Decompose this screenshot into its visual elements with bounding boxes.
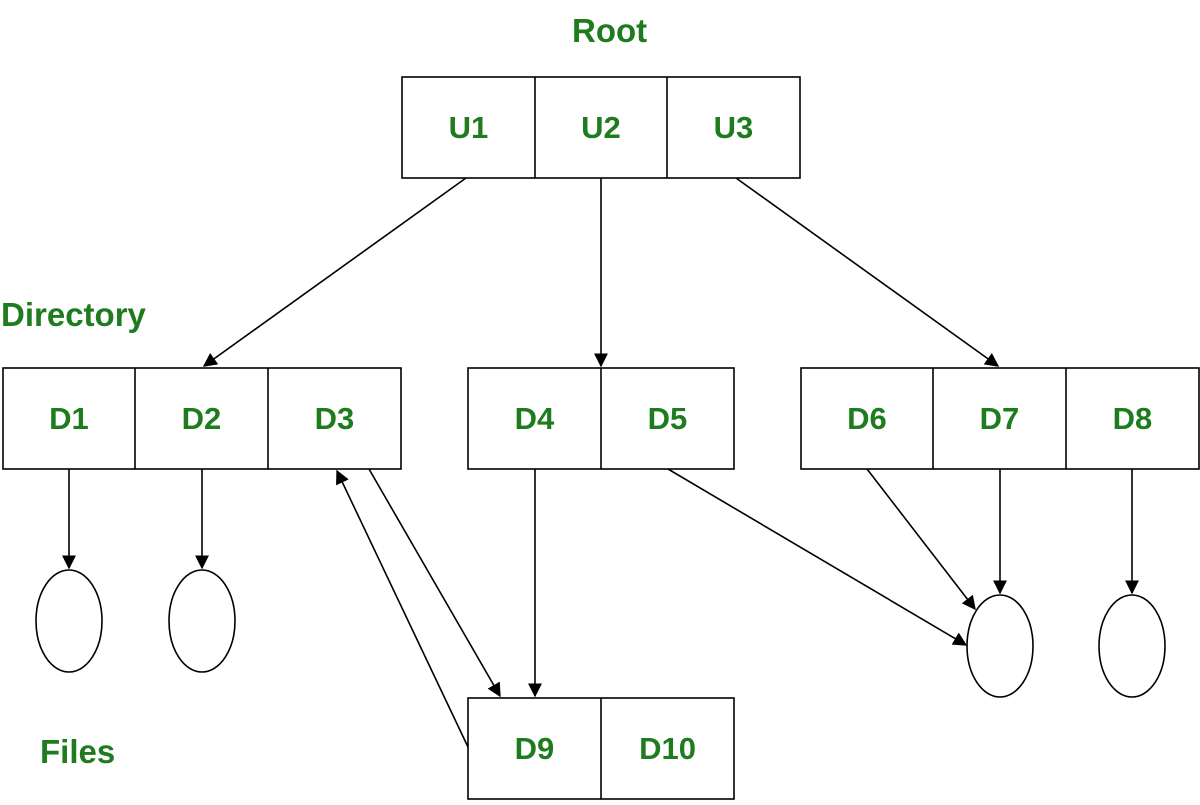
- edge-u1-d1d2d3: [202, 177, 467, 367]
- file-circle-2: [168, 569, 236, 673]
- edge-d9-d3: [336, 469, 469, 748]
- file-circle-4: [1098, 594, 1166, 698]
- root-cell-u3: U3: [713, 109, 754, 145]
- dir-cell-d6: D6: [847, 400, 887, 436]
- edge-d5-file: [667, 468, 968, 646]
- root-label: Root: [572, 12, 648, 49]
- dir-cell-d8: D8: [1112, 400, 1153, 436]
- file-circle-3: [966, 594, 1034, 698]
- directory-group-d-box: [467, 697, 735, 800]
- edge-u3-d6d7d8: [735, 177, 1000, 367]
- dir-cell-d2: D2: [181, 400, 222, 436]
- edge-d3-d9: [368, 468, 501, 698]
- root-cell-u2: U2: [581, 109, 621, 145]
- dir-cell-d1: D1: [49, 400, 89, 436]
- directory-group-b-box: [467, 367, 735, 470]
- dir-cell-d7: D7: [979, 400, 1020, 436]
- dir-cell-d3: D3: [314, 400, 355, 436]
- dir-cell-d9: D9: [514, 730, 555, 766]
- root-cell-u1: U1: [448, 109, 489, 145]
- files-label: Files: [40, 733, 116, 770]
- dir-cell-d10: D10: [639, 730, 696, 766]
- directory-label: Directory: [1, 296, 146, 333]
- dir-cell-d4: D4: [514, 400, 555, 436]
- edge-d6-file: [866, 468, 976, 611]
- file-circle-1: [35, 569, 103, 673]
- dir-cell-d5: D5: [647, 400, 688, 436]
